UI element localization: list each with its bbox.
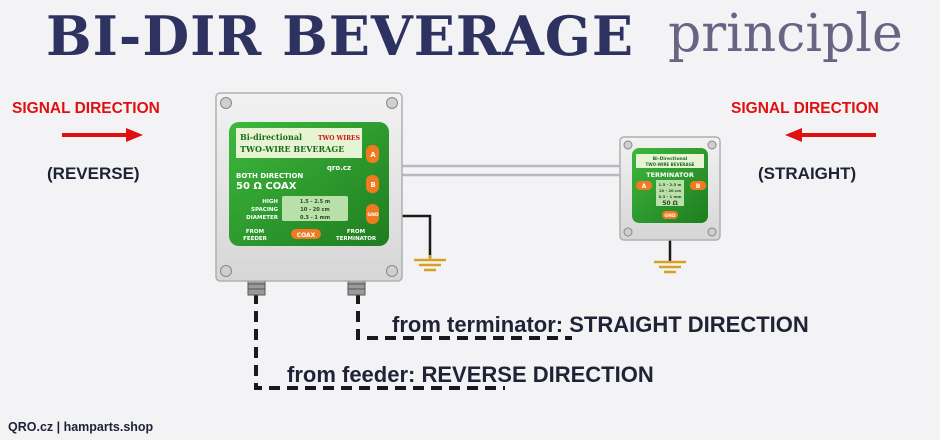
both-direction-label: BOTH DIRECTION [236, 172, 303, 180]
terminator-title-2: TWO-WIRE BEVERAGE [645, 162, 694, 167]
terminator-gnd-badge [662, 211, 678, 219]
terminator-spec-2: 10 - 20 cm [659, 188, 681, 193]
coax-label: COAX [297, 232, 316, 239]
terminator-terminal-b [690, 181, 706, 190]
from-feeder-line2: FEEDER [243, 236, 268, 242]
terminator-spec-3: 0.3 - 1 mm [659, 194, 682, 199]
main-board-title-tag: TWO WIRES [318, 135, 360, 142]
spec-value-diameter: 0.3 - 1 mm [300, 215, 330, 221]
caption-from-feeder: from feeder: REVERSE DIRECTION [287, 362, 654, 387]
footer-credit: QRO.cz | hamparts.shop [8, 420, 154, 434]
two-wire-line [402, 164, 620, 177]
main-board-title-2: TWO-WIRE BEVERAGE [240, 144, 344, 154]
spec-label-high: HIGH [262, 199, 278, 205]
spec-value-high: 1.5 - 2.5 m [300, 199, 330, 205]
spec-panel [282, 196, 348, 221]
terminator-cable-dashed [356, 293, 572, 340]
terminator-enclosure [619, 136, 721, 241]
terminal-badges [366, 145, 379, 224]
terminal-gnd-label: GND [367, 212, 378, 218]
caption-from-terminator: from terminator: STRAIGHT DIRECTION [392, 312, 809, 337]
direction-label-reverse: (REVERSE) [47, 164, 140, 183]
ground-icon [414, 255, 446, 272]
terminator-title-1: Bi-Directional [653, 156, 688, 162]
impedance-label: 50 Ω COAX [236, 181, 297, 192]
signal-direction-label-left: SIGNAL DIRECTION [12, 100, 160, 117]
from-terminator-line1: FROM [347, 229, 365, 235]
terminator-name: TERMINATOR [646, 171, 694, 179]
ground-wire [402, 214, 432, 258]
feeder-cable-dashed [254, 293, 505, 390]
brand-logo: qro.cz [327, 164, 351, 172]
main-unit-enclosure [215, 92, 403, 282]
from-terminator-line2: TERMINATOR [336, 236, 377, 242]
arrow-right-icon [62, 128, 143, 142]
terminator-terminal-a-label: A [642, 183, 647, 190]
terminal-b-label: B [370, 181, 375, 189]
coax-badge [291, 229, 321, 239]
terminator-impedance: 50 Ω [662, 200, 678, 207]
arrow-left-icon [785, 128, 876, 142]
terminator-terminal-a [636, 181, 652, 190]
spec-label-spacing: SPACING [251, 207, 278, 213]
terminator-gnd-label: GND [664, 213, 675, 219]
main-board-title-1: Bi-directional [240, 132, 302, 142]
page-title: BI-DIR BEVERAGE [46, 4, 634, 68]
spec-value-spacing: 10 - 20 cm [300, 207, 329, 213]
terminator-terminal-b-label: B [696, 183, 701, 190]
spec-label-diameter: DIAMETER [246, 215, 279, 221]
feeder-connector [247, 278, 266, 296]
terminator-spec-1: 1.5 - 2.5 m [659, 182, 682, 187]
terminal-a-label: A [370, 151, 376, 159]
signal-direction-label-right: SIGNAL DIRECTION [731, 100, 879, 117]
direction-label-straight: (STRAIGHT) [758, 164, 857, 183]
page-subtitle: principle [668, 4, 903, 64]
terminator-ground-icon [654, 260, 686, 274]
from-feeder-line1: FROM [246, 229, 264, 235]
